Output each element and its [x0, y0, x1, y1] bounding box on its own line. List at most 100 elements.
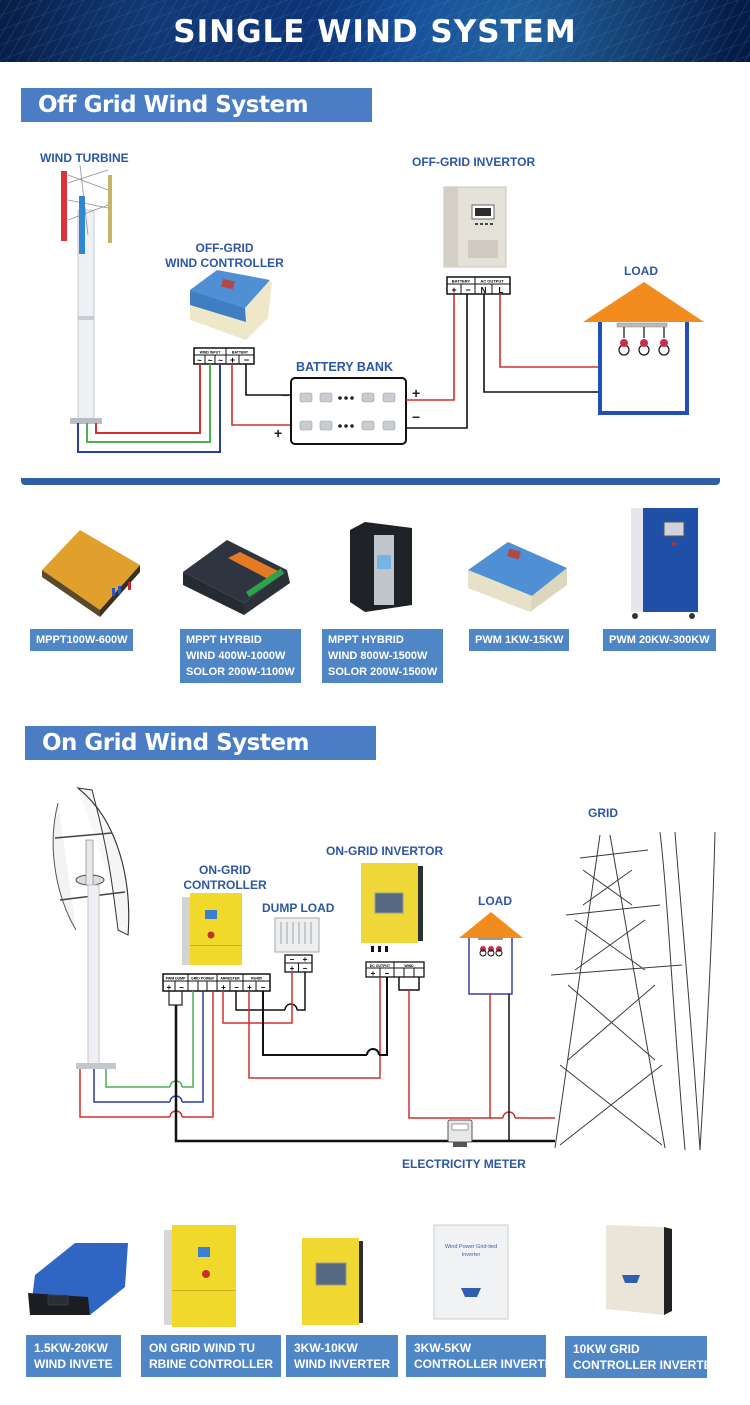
- wire-ac-line: [499, 294, 600, 368]
- terminal-pin: N: [481, 286, 487, 295]
- on-grid-controller-icon: [182, 893, 242, 965]
- terminal-group-label: DC OUTPUT: [370, 964, 391, 968]
- terminal-group-label: AC OUTPUT: [480, 279, 504, 284]
- product-tag-line: MPPT HYRBID: [186, 634, 262, 646]
- terminal-group-label: RS485: [251, 977, 262, 981]
- controller-terminal-block: WIND INPUT BATTERY ~ ~ ~ + −: [193, 347, 255, 365]
- product-tag-line: 10KW GRID: [573, 1342, 640, 1356]
- mppt-controller-product-image: [42, 530, 140, 617]
- off-grid-load-label: LOAD: [624, 264, 658, 278]
- dump-load-label: DUMP LOAD: [262, 901, 335, 915]
- wire-dump-positive: [222, 972, 293, 1024]
- product-tag: MPPT HYRBID WIND 400W-1000W SOLOR 200W-1…: [180, 629, 301, 683]
- hybrid-inverter-product-image: [350, 522, 412, 612]
- product-tag-line: WIND INVETE: [34, 1357, 113, 1371]
- battery-bank-icon: [290, 377, 407, 445]
- terminal-pin: +: [221, 983, 226, 992]
- product-tag: 3KW-10KW WIND INVERTER: [286, 1335, 398, 1377]
- wire-ac-neutral: [483, 294, 600, 393]
- on-grid-section-header: On Grid Wind System: [25, 726, 376, 760]
- product-tag: 10KW GRID CONTROLLER INVERTER: [565, 1336, 721, 1378]
- terminal-pin: −: [303, 964, 308, 973]
- on-grid-load-house-icon: [459, 912, 523, 995]
- terminal-group-label: GRID POWER: [191, 977, 214, 981]
- product-tag: PWM 1KW-15KW: [469, 629, 570, 651]
- terminal-pin: ~: [218, 356, 223, 365]
- terminal-pin: −: [179, 983, 184, 992]
- terminal-pin: +: [303, 955, 308, 964]
- off-grid-wiring-diagram: WIND INPUT BATTERY ~ ~ ~ + − − + +: [61, 164, 704, 453]
- electricity-meter-label: ELECTRICITY METER: [402, 1157, 526, 1171]
- pwm-cabinet-product-image: [631, 508, 698, 619]
- polarity-sign: −: [412, 409, 420, 425]
- terminal-group-label: PWM DUMP: [166, 977, 186, 981]
- wire-inverter-battery-negative: [406, 294, 468, 429]
- terminal-pin: −: [465, 285, 470, 295]
- product-printed-text: Inverter: [462, 1252, 481, 1258]
- wire-ground-bus: [174, 1005, 555, 1143]
- product-tag: PWM 20KW-300KW: [603, 629, 716, 651]
- off-grid-product-images: [42, 508, 698, 619]
- product-tag: MPPT HYBRID WIND 800W-1500W SOLOR 200W-1…: [322, 629, 444, 683]
- wire-phase-green: [86, 364, 211, 443]
- wire-phase-red: [95, 364, 201, 434]
- terminal-pin: −: [244, 355, 249, 365]
- product-tag-line: SOLOR 200W-1500W: [328, 666, 438, 678]
- controller-label-line1: ON-GRID: [199, 863, 251, 877]
- page-banner: SINGLE WIND SYSTEM: [0, 0, 750, 62]
- off-grid-inverter-icon: [443, 186, 507, 268]
- product-tag: 1.5KW-20KW WIND INVETE: [26, 1335, 121, 1377]
- page-title: SINGLE WIND SYSTEM: [173, 14, 577, 50]
- battery-bank-label: BATTERY BANK: [296, 360, 393, 374]
- transmission-tower-icon: [550, 831, 716, 1151]
- on-grid-controller-label: ON-GRID CONTROLLER: [166, 863, 284, 893]
- wind-turbine-label: WIND TURBINE: [40, 151, 129, 165]
- controller-label-line2: CONTROLLER: [183, 878, 267, 892]
- dump-load-terminal-block: − + + −: [284, 954, 313, 973]
- terminal-pin: +: [167, 983, 172, 992]
- product-tag-line: RBINE CONTROLLER: [149, 1357, 273, 1371]
- load-house-icon: [583, 282, 704, 415]
- off-grid-controller-icon: [190, 270, 272, 340]
- product-tag: MPPT100W-600W: [30, 629, 134, 651]
- banner-background: [0, 0, 750, 62]
- terminal-group-label: WIND INPUT: [200, 351, 222, 355]
- terminal-pin: L: [499, 286, 504, 295]
- on-grid-wiring-diagram: PWM DUMP GRID POWER ARRESTER RS485 + − +…: [52, 787, 716, 1151]
- terminal-pin: +: [230, 355, 235, 365]
- on-grid-controller-terminal-block: PWM DUMP GRID POWER ARRESTER RS485 + − +…: [162, 973, 271, 992]
- wire-phase-green: [105, 1069, 170, 1088]
- terminal-pin: −: [234, 983, 239, 992]
- controller-label-line1: OFF-GRID: [195, 241, 254, 255]
- on-grid-inverter-icon: [361, 863, 423, 952]
- product-tag: 3KW-5KW CONTROLLER INVERTE: [406, 1335, 553, 1377]
- hybrid-controller-product-image: [183, 540, 290, 615]
- off-grid-section-header: Off Grid Wind System: [21, 88, 372, 122]
- wire-phase-red: [79, 1069, 170, 1118]
- vertical-wind-turbine-icon: [61, 164, 112, 424]
- terminal-group-label: BATTERY: [452, 279, 471, 284]
- blue-string-inverter-product-image: [28, 1243, 128, 1315]
- terminal-pin: −: [261, 983, 266, 992]
- cream-grid-inverter-product-image: [606, 1225, 672, 1315]
- product-tag: ON GRID WIND TU RBINE CONTROLLER: [141, 1335, 281, 1377]
- terminal-pin: +: [371, 969, 376, 978]
- product-tag-line: WIND 400W-1000W: [186, 650, 286, 662]
- wire-battery-positive: [231, 364, 291, 426]
- product-tag-line: PWM 1KW-15KW: [475, 634, 564, 646]
- wire-dump-negative: [235, 991, 285, 1011]
- wire-ac-output: [408, 990, 490, 1119]
- product-tag-line: WIND INVERTER: [294, 1357, 390, 1371]
- wire-phase-blue: [77, 364, 221, 453]
- product-tag-line: CONTROLLER INVERTE: [414, 1357, 553, 1371]
- terminal-pin: +: [290, 964, 295, 973]
- off-grid-inverter-label: OFF-GRID INVERTOR: [412, 155, 536, 169]
- product-tag-line: 1.5KW-20KW: [34, 1341, 108, 1355]
- terminal-pin: −: [290, 955, 295, 964]
- wire-inverter-battery-positive: [406, 294, 455, 401]
- polarity-sign: +: [274, 425, 282, 441]
- product-tag-line: CONTROLLER INVERTER: [573, 1358, 721, 1372]
- on-grid-inverter-terminal-block: DC OUTPUT WIND + −: [365, 961, 425, 978]
- product-tag-line: 3KW-5KW: [414, 1341, 472, 1355]
- white-grid-tied-inverter-product-image: Wind Power Grid-tied Inverter: [433, 1224, 509, 1320]
